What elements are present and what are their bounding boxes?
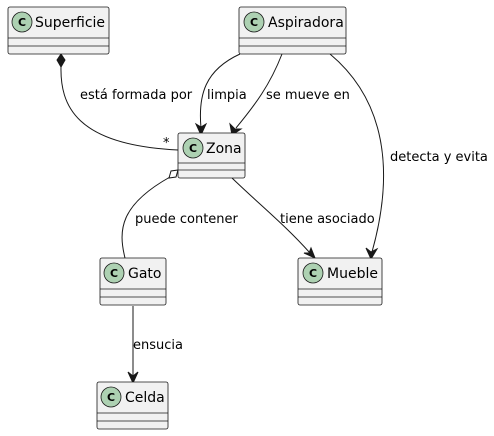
class-celda: C Celda bbox=[96, 381, 169, 430]
relation-gato-celda: ensucia bbox=[127, 306, 183, 385]
relation-aspiradora-mueble: detecta y evita bbox=[329, 53, 488, 261]
association-line bbox=[199, 53, 241, 129]
class-name: Zona bbox=[206, 141, 242, 157]
relation-label-esta-formada-por: está formada por bbox=[80, 88, 193, 103]
class-superficie: C Superficie bbox=[7, 6, 110, 55]
class-marker: C bbox=[250, 16, 258, 29]
class-name: Aspiradora bbox=[268, 15, 344, 31]
relation-superficie-zona: está formada por * bbox=[56, 53, 193, 151]
class-name: Gato bbox=[128, 266, 161, 282]
class-stereotype-icon bbox=[100, 386, 122, 408]
relation-label-ensucia: ensucia bbox=[133, 338, 183, 353]
class-stereotype-icon bbox=[182, 137, 204, 159]
relation-aspiradora-zona-mueve: se mueve en bbox=[229, 53, 350, 136]
class-name: Mueble bbox=[327, 266, 378, 282]
class-marker: C bbox=[309, 267, 317, 280]
association-line bbox=[329, 53, 385, 253]
relation-label-se-mueve-en: se mueve en bbox=[266, 88, 350, 103]
aggregation-diamond-icon bbox=[168, 169, 179, 179]
class-marker: C bbox=[110, 267, 118, 280]
relation-label-puede-contener: puede contener bbox=[135, 212, 239, 227]
arrow-head-icon bbox=[127, 371, 139, 385]
relation-zona-gato: puede contener bbox=[121, 169, 239, 259]
arrow-head-icon bbox=[194, 122, 208, 137]
relation-label-tiene-asociado: tiene asociado bbox=[280, 212, 375, 227]
class-aspiradora: C Aspiradora bbox=[238, 6, 347, 55]
class-name: Celda bbox=[125, 390, 165, 406]
relation-zona-mueble: tiene asociado bbox=[231, 177, 375, 259]
class-stereotype-icon bbox=[302, 262, 324, 284]
class-box bbox=[238, 6, 347, 55]
class-name: Superficie bbox=[35, 15, 105, 31]
class-marker: C bbox=[189, 142, 197, 155]
arrow-head-icon bbox=[303, 246, 316, 259]
arrow-head-icon bbox=[365, 247, 379, 261]
aggregation-line bbox=[121, 176, 171, 259]
composition-diamond-icon bbox=[56, 53, 66, 69]
class-mueble: C Mueble bbox=[297, 257, 383, 306]
class-box bbox=[7, 6, 110, 55]
association-line bbox=[235, 53, 283, 129]
composition-line bbox=[60, 65, 179, 151]
multiplicity-label: * bbox=[163, 136, 170, 151]
class-marker: C bbox=[107, 391, 115, 404]
association-line bbox=[231, 177, 311, 254]
arrow-head-icon bbox=[229, 122, 243, 136]
class-marker: C bbox=[18, 16, 26, 29]
class-stereotype-icon bbox=[243, 11, 265, 33]
relation-label-limpia: limpia bbox=[207, 88, 247, 103]
class-gato: C Gato bbox=[99, 257, 167, 306]
class-zona: C Zona bbox=[177, 132, 246, 179]
class-stereotype-icon bbox=[103, 262, 125, 284]
class-stereotype-icon bbox=[11, 11, 33, 33]
relation-label-detecta-y-evita: detecta y evita bbox=[390, 150, 488, 165]
relation-aspiradora-zona-limpia: limpia bbox=[194, 53, 247, 137]
